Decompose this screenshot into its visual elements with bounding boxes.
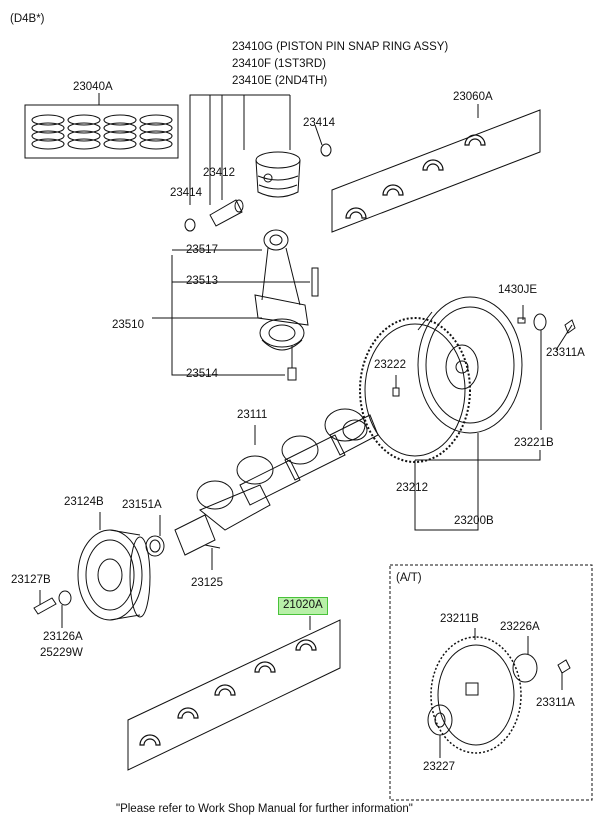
part-23124B-label: 23124B: [64, 496, 104, 508]
damper-pulley: [33, 512, 221, 628]
part-23414-label-right: 23414: [303, 117, 335, 129]
connecting-rod: [152, 229, 319, 381]
part-23410E-label: 23410E (2ND4TH): [232, 75, 328, 87]
part-23151A-label: 23151A: [122, 499, 162, 511]
crankshaft: [174, 408, 379, 556]
conrod-bearing-box: [331, 104, 541, 233]
part-23510-label: 23510: [112, 319, 144, 331]
part-23211B-label: 23211B: [440, 613, 479, 625]
part-23111-label: 23111: [237, 409, 268, 421]
ring-gear: [359, 317, 541, 531]
part-23311A-label-at: 23311A: [536, 697, 575, 709]
part-23414-label-left: 23414: [170, 187, 202, 199]
piston-ring-set-box: [24, 93, 179, 159]
part-23040A-label: 23040A: [73, 81, 113, 93]
part-23200B-label: 23200B: [454, 515, 494, 527]
piston-assembly: [184, 94, 332, 232]
part-23311A-label-top: 23311A: [546, 347, 585, 359]
part-21020A-highlighted-label[interactable]: 21020A: [278, 597, 328, 615]
part-23517-label: 23517: [186, 244, 218, 256]
variant-label: (D4B*): [10, 13, 45, 25]
part-23127B-label: 23127B: [11, 574, 51, 586]
part-23126A-label: 23126A: [43, 631, 83, 643]
main-bearing-box: [127, 616, 341, 771]
part-23410G-label: 23410G (PISTON PIN SNAP RING ASSY): [232, 41, 449, 53]
part-23412-label: 23412: [203, 167, 235, 179]
footer-note: "Please refer to Work Shop Manual for fu…: [116, 803, 413, 815]
part-23227-label: 23227: [423, 761, 455, 773]
part-23125-label: 23125: [191, 577, 223, 589]
part-1430JE-label: 1430JE: [498, 284, 538, 296]
part-23060A-label: 23060A: [453, 91, 493, 103]
part-23410F-label: 23410F (1ST3RD): [232, 58, 326, 70]
part-25229W-label: 25229W: [40, 647, 83, 659]
part-23222-label: 23222: [374, 359, 406, 371]
part-23513-label: 23513: [186, 275, 218, 287]
at-section-title: (A/T): [396, 572, 422, 584]
flywheel: [417, 296, 576, 434]
part-23226A-label: 23226A: [500, 621, 540, 633]
part-23514-label: 23514: [186, 368, 218, 380]
part-23221B-label: 23221B: [514, 437, 554, 449]
at-drive-plate-box: [389, 564, 593, 801]
part-23212-label: 23212: [396, 482, 428, 494]
